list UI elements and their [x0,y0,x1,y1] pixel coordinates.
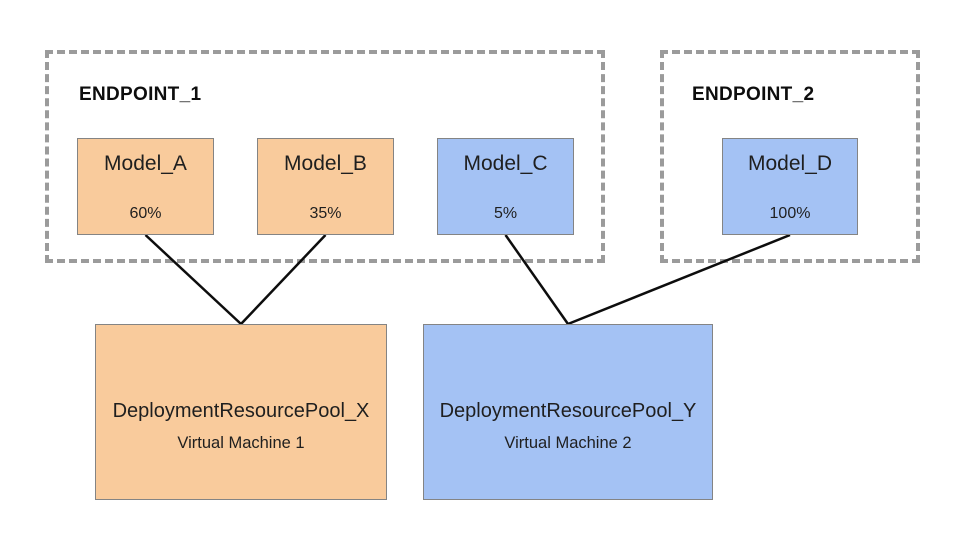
model-c-label: Model_C [463,152,548,175]
model-b-label: Model_B [284,152,367,175]
pool-x-label: DeploymentResourcePool_X [112,399,370,422]
model-d-node: Model_D 100% [722,138,858,235]
model-d-traffic-split: 100% [769,205,811,222]
model-d-label: Model_D [747,152,833,175]
model-a-traffic-split: 60% [129,205,162,222]
endpoint-1-label: ENDPOINT_1 [79,84,202,105]
model-a-node: Model_A 60% [77,138,214,235]
endpoint-2-label: ENDPOINT_2 [692,84,815,105]
pool-y-label: DeploymentResourcePool_Y [439,399,697,422]
pool-x-node: DeploymentResourcePool_X Virtual Machine… [95,324,387,500]
model-c-traffic-split: 5% [493,205,518,222]
model-c-node: Model_C 5% [437,138,574,235]
pool-x-machine-label: Virtual Machine 1 [177,433,305,452]
model-b-node: Model_B 35% [257,138,394,235]
pool-y-machine-label: Virtual Machine 2 [504,433,632,452]
pool-y-node: DeploymentResourcePool_Y Virtual Machine… [423,324,713,500]
model-a-label: Model_A [104,152,187,175]
model-b-traffic-split: 35% [309,205,342,222]
